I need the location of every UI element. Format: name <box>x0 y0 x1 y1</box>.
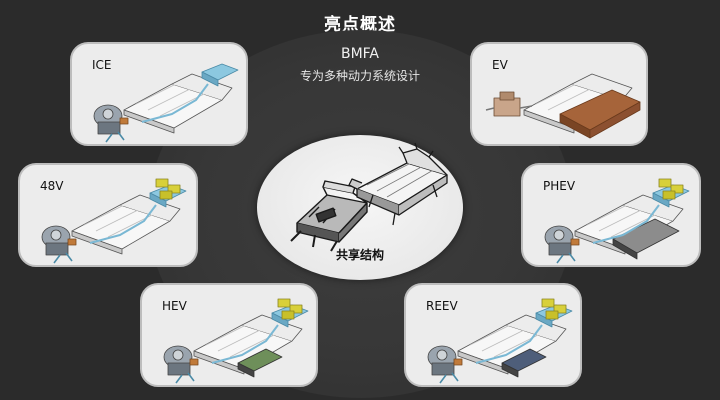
chassis-group <box>544 178 690 264</box>
shared-structure-ellipse: 共享结构 <box>257 135 463 280</box>
engine-accessory <box>119 117 129 125</box>
engine-cover <box>172 349 184 361</box>
motor-pack-box <box>662 190 676 200</box>
platform-subtitle: 专为多种动力系统设计 <box>299 69 420 83</box>
engine-cover <box>436 349 448 361</box>
fuel-line <box>141 83 209 123</box>
chassis-group <box>93 63 239 143</box>
engine-pipes <box>556 252 576 264</box>
shared-structure-label: 共享结构 <box>335 248 384 262</box>
powertrain-label-ev: EV <box>492 58 508 72</box>
engine-cover <box>50 229 62 241</box>
phev-chassis-illustration <box>544 178 690 264</box>
front-axle <box>485 105 533 111</box>
engine-accessory <box>453 358 463 366</box>
hev-chassis-illustration <box>163 298 309 384</box>
motor-pack-box <box>658 178 672 188</box>
shared-body-frame-illustration <box>290 142 448 252</box>
chassis-group <box>427 298 573 384</box>
motor-pack-box <box>159 190 173 200</box>
motor-pack-box <box>289 304 303 314</box>
motor-pack-box <box>167 184 181 194</box>
powertrain-card-hev: HEV <box>140 283 318 387</box>
engine-pipes <box>105 131 125 143</box>
engine-base <box>97 121 121 135</box>
powertrain-card-reev: REEV <box>404 283 582 387</box>
motor-pack-box <box>545 310 559 320</box>
fuel-line <box>475 324 543 364</box>
engine-accessory <box>189 358 199 366</box>
powertrain-label-48v: 48V <box>40 179 64 193</box>
floor-pan-edge <box>123 109 175 134</box>
engine-pipes <box>53 252 73 264</box>
floor-pan-edge <box>523 109 575 134</box>
powertrain-card-ice: ICE <box>70 42 248 146</box>
motor-pack-box <box>541 298 555 308</box>
front-motor <box>493 97 521 117</box>
floor-pan-edge <box>193 350 245 375</box>
powertrain-card-ev: EV <box>470 42 648 146</box>
platform-name: BMFA <box>340 46 380 62</box>
engine-base <box>167 362 191 376</box>
motor-pack-box <box>277 298 291 308</box>
powertrain-label-reev: REEV <box>426 299 458 313</box>
powertrain-label-ice: ICE <box>92 58 112 72</box>
ice-chassis-illustration <box>93 63 239 143</box>
powertrain-label-phev: PHEV <box>543 179 576 193</box>
front-motor-top <box>499 91 515 101</box>
battery-pack-front <box>589 101 641 139</box>
motor-pack-box <box>155 178 169 188</box>
motor-pack-box <box>670 184 684 194</box>
battery-pack-side <box>501 362 519 378</box>
chassis-group <box>41 178 187 264</box>
engine-cover <box>553 229 565 241</box>
floor-pan-edge <box>457 350 509 375</box>
powertrain-label-hev: HEV <box>162 299 187 313</box>
engine-pipes <box>439 372 459 384</box>
chassis-group <box>163 298 309 384</box>
powertrain-card-phev: PHEV <box>521 163 701 267</box>
engine-cover <box>102 108 114 120</box>
engine-accessory <box>570 238 580 246</box>
reev-chassis-illustration <box>427 298 573 384</box>
engine-base <box>431 362 455 376</box>
fuel-tank-side <box>201 71 219 87</box>
motor-pack-box <box>553 304 567 314</box>
fuel-line <box>592 204 660 244</box>
fuel-line <box>89 204 157 244</box>
engine-accessory <box>67 238 77 246</box>
battery-pack-side <box>237 362 255 378</box>
motor-pack-box <box>281 310 295 320</box>
floor-pan-edge <box>574 230 626 255</box>
floor-pan-edge <box>71 230 123 255</box>
engine-base <box>45 242 69 256</box>
48v-chassis-illustration <box>41 178 187 264</box>
chassis-group <box>485 73 641 139</box>
engine-pipes <box>175 372 195 384</box>
battery-pack-side <box>612 238 638 260</box>
fuel-line <box>211 324 279 364</box>
powertrain-card-48v: 48V <box>18 163 198 267</box>
engine-base <box>548 242 572 256</box>
ev-chassis-illustration <box>485 73 641 139</box>
